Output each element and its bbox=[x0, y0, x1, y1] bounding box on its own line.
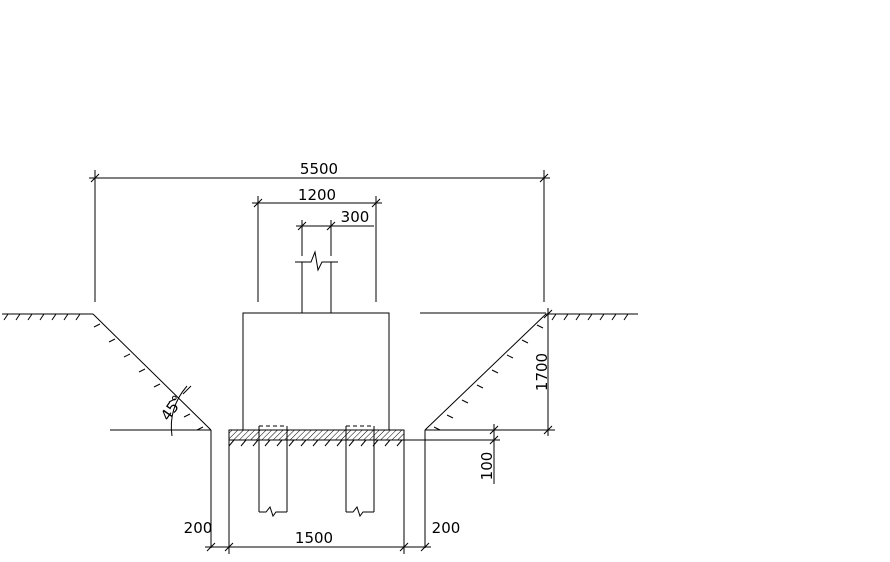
dimension-column-width: 300 bbox=[296, 208, 374, 256]
dimension-working-space-right-label: 200 bbox=[432, 519, 461, 537]
angle-mark: 45° bbox=[157, 385, 192, 437]
right-slope bbox=[424, 313, 547, 431]
dimension-working-space-left-label: 200 bbox=[184, 519, 213, 537]
bedding-layer bbox=[228, 429, 405, 441]
dimension-excavation-depth-label: 1700 bbox=[533, 353, 551, 391]
dimension-excavation-depth: 1700 bbox=[533, 308, 553, 436]
pedestal bbox=[242, 312, 390, 431]
dimension-base-width-label: 1500 bbox=[295, 529, 333, 547]
dimension-bedding-thickness-label: 100 bbox=[478, 452, 496, 481]
dimension-overall-width: 5500 bbox=[89, 160, 550, 302]
dimension-pedestal-width: 1200 bbox=[252, 186, 382, 302]
dimension-column-width-label: 300 bbox=[341, 208, 370, 226]
dimension-base-width: 1500 bbox=[205, 440, 431, 554]
dimension-bedding-thickness: 100 bbox=[404, 424, 500, 484]
pile-right bbox=[345, 425, 375, 518]
left-slope bbox=[92, 313, 212, 431]
ground-line-right bbox=[420, 312, 638, 321]
pit-bottom bbox=[110, 429, 555, 548]
dimension-overall-width-label: 5500 bbox=[300, 160, 338, 178]
slope-angle-label: 45° bbox=[157, 392, 187, 424]
dimension-pedestal-width-label: 1200 bbox=[298, 186, 336, 204]
pile-left bbox=[258, 425, 288, 518]
ground-line-left bbox=[2, 313, 93, 321]
column bbox=[295, 250, 338, 313]
